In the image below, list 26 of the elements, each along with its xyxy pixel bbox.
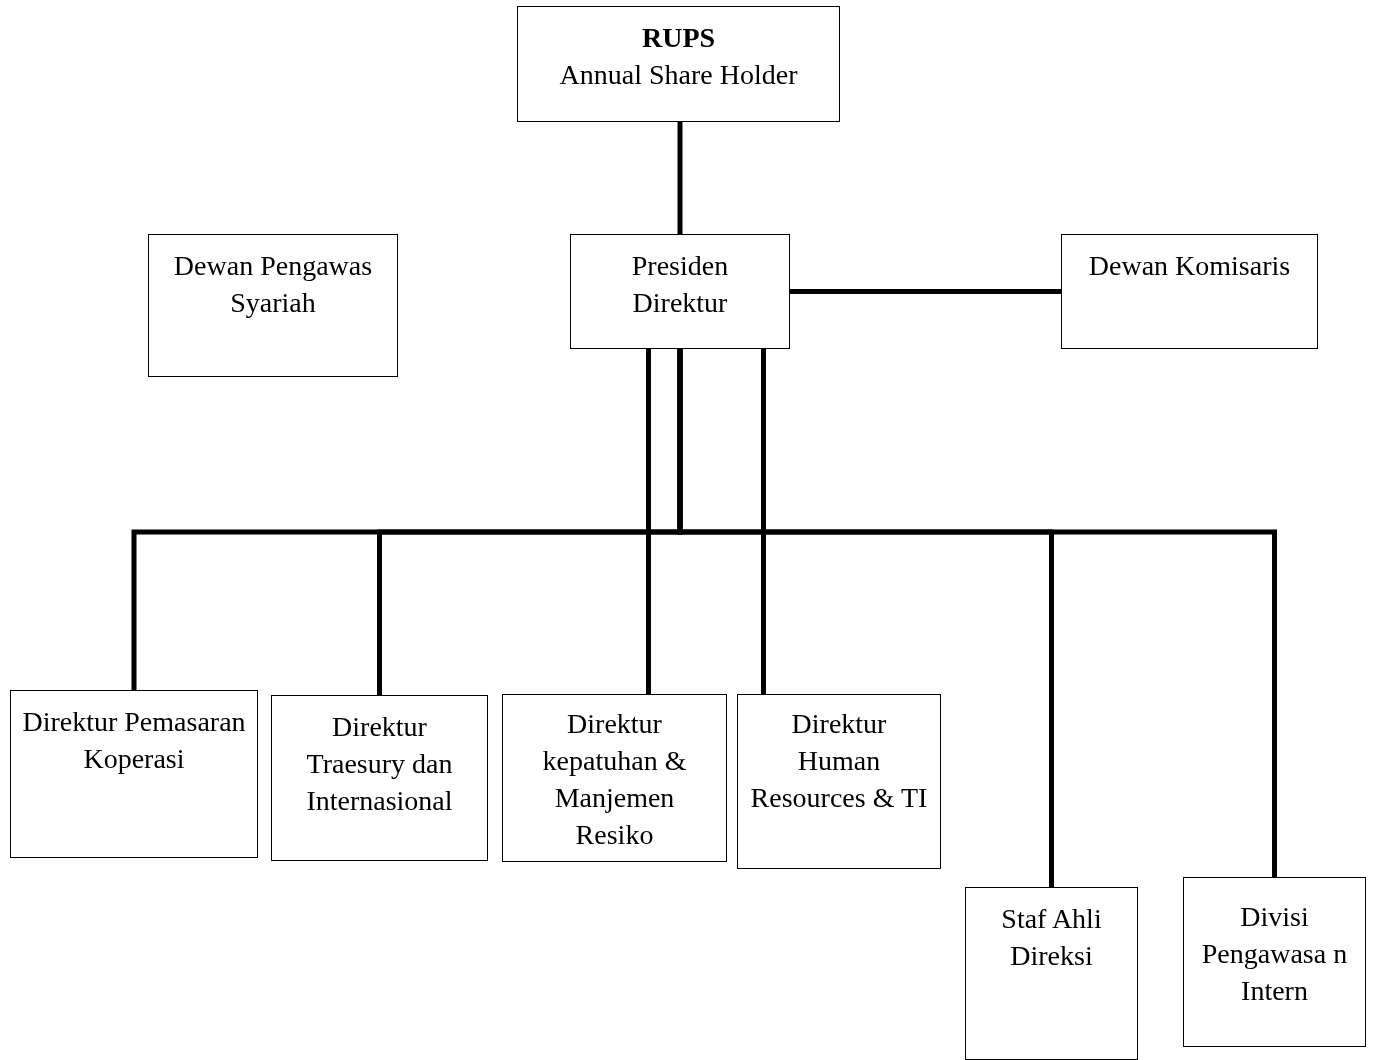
box-label: Divisi Pengawasa n Intern: [1200, 900, 1349, 1008]
org-box: [1061, 234, 1318, 349]
box-label: Direktur Human Resources & TI: [749, 707, 929, 815]
org-box: [148, 234, 398, 377]
connector-line: [790, 289, 1061, 294]
box-label: Dewan Pengawas Syariah: [172, 249, 374, 320]
connector-line: [761, 349, 766, 694]
org-box: [570, 234, 790, 349]
connector-line: [646, 349, 651, 694]
connector-line: [677, 122, 683, 234]
box-label: Annual Share Holder: [559, 58, 798, 92]
org-box: [1183, 877, 1366, 1047]
org-box: [517, 6, 840, 122]
org-box: [502, 694, 727, 862]
connector-line: [677, 349, 1277, 877]
box-label: Staf Ahli Direksi: [1000, 902, 1103, 973]
box-label: Direktur kepatuhan & Manjemen Resiko: [541, 707, 688, 852]
box-label: Dewan Komisaris: [1088, 249, 1291, 283]
box-label: Direktur Pemasaran Koperasi: [21, 705, 247, 776]
box-label: Presiden Direktur: [630, 249, 730, 320]
org-box: [965, 887, 1138, 1060]
org-box: [737, 694, 941, 869]
box-label: Direktur Traesury dan Internasional: [305, 710, 454, 818]
box-heading: RUPS: [641, 21, 716, 55]
org-box: [10, 690, 258, 858]
org-box: [271, 695, 488, 861]
